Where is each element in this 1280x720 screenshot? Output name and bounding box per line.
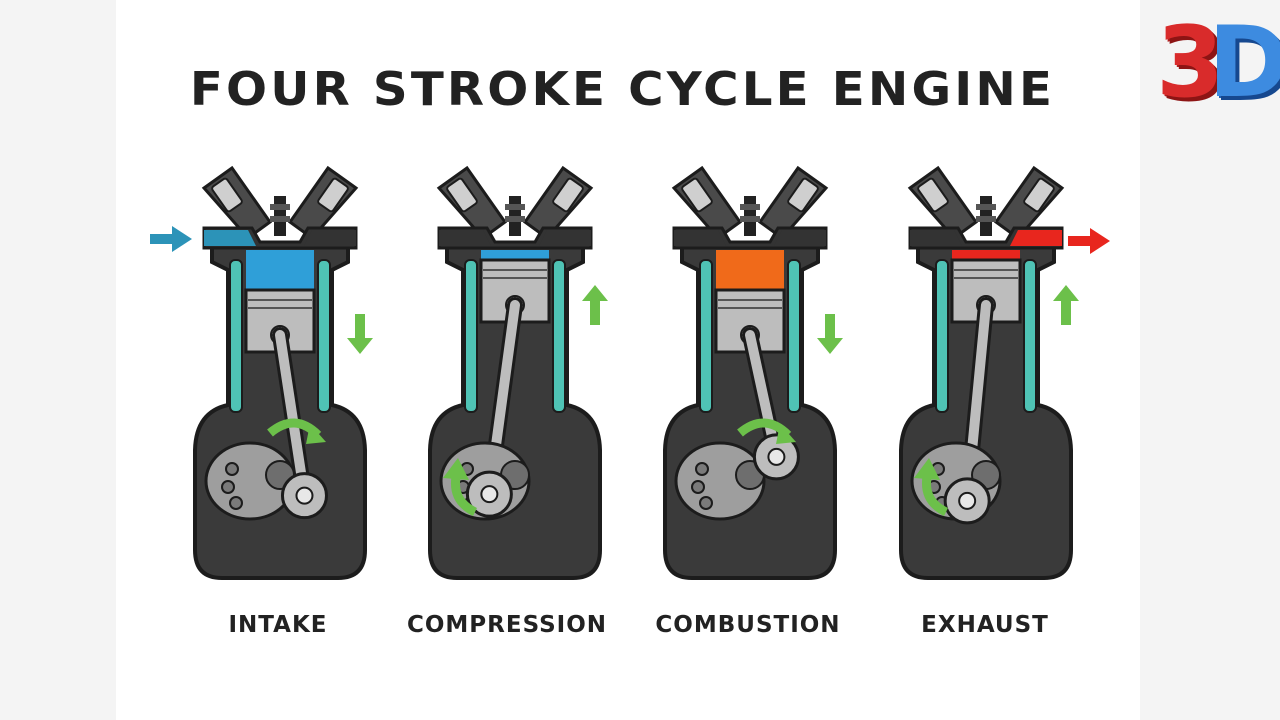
rotation-arrow-icon [737, 418, 796, 444]
spark-plug [976, 196, 996, 236]
3d-logo: 3 D [1156, 6, 1280, 120]
rotation-arrow-icon [443, 458, 478, 517]
coolant-jacket-right [552, 259, 566, 413]
engine-combustion [630, 150, 870, 590]
rotation-arrow-icon [267, 418, 326, 444]
stroke-label-exhaust: EXHAUST [921, 612, 1049, 638]
crankshaft [204, 441, 328, 521]
piston-down-arrow-icon [345, 312, 375, 360]
coolant-jacket-left [935, 259, 949, 413]
stroke-label-combustion: COMBUSTION [655, 612, 841, 638]
exhaust-air-arrow-icon [1068, 228, 1110, 254]
logo-3: 3 [1156, 6, 1225, 120]
intake-port [204, 230, 256, 246]
rotation-arrow-icon [914, 458, 949, 517]
engine-intake [160, 150, 400, 590]
intake-air-arrow-icon [150, 226, 192, 252]
exhaust-port [774, 230, 826, 246]
exhaust-port [304, 230, 356, 246]
coolant-jacket-left [699, 259, 713, 413]
engine-exhaust [866, 150, 1106, 590]
crankshaft [910, 441, 1002, 525]
page-title: FOUR STROKE CYCLE ENGINE [189, 62, 1056, 116]
stroke-label-compression: COMPRESSION [406, 612, 608, 638]
coolant-jacket-right [787, 259, 801, 413]
intake-valve-housing [201, 165, 273, 241]
exhaust-port [539, 230, 591, 246]
intake-port [439, 230, 491, 246]
stroke-label-intake: INTAKE [228, 612, 328, 638]
intake-port [910, 230, 962, 246]
spark-plug [740, 196, 760, 236]
logo-d: D [1208, 6, 1280, 120]
coolant-jacket-right [317, 259, 331, 413]
coolant-jacket-left [464, 259, 478, 413]
engine-compression [395, 150, 635, 590]
piston-up-arrow-icon [1051, 283, 1081, 331]
exhaust-port [1010, 230, 1062, 246]
piston-down-arrow-icon [815, 312, 845, 360]
crankshaft [674, 433, 800, 521]
coolant-jacket-right [1023, 259, 1037, 413]
exhaust-valve-housing [757, 165, 829, 241]
intake-port [674, 230, 726, 246]
coolant-jacket-left [229, 259, 243, 413]
piston-up-arrow-icon [580, 283, 610, 331]
spark-plug [270, 196, 290, 236]
spark-plug [505, 196, 525, 236]
